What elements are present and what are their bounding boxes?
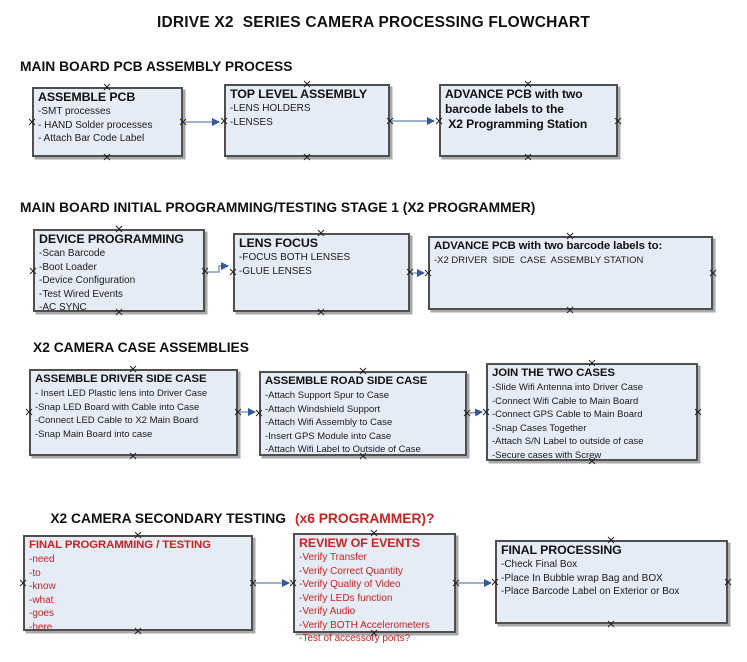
box-line: -AC SYNC — [39, 302, 87, 313]
section-header-text: X2 CAMERA SECONDARY TESTING — [50, 511, 286, 526]
box-line: -SMT processes — [38, 106, 111, 117]
box-line: -Scan Barcode — [39, 248, 106, 259]
box-line: -goes — [29, 608, 55, 619]
flow-box-assemble-road-side-case: ASSEMBLE ROAD SIDE CASE -Attach Support … — [259, 371, 467, 456]
box-title: ADVANCE PCB with two barcode labels to: — [434, 240, 663, 252]
flow-box-assemble-driver-side-case: ASSEMBLE DRIVER SIDE CASE - Insert LED P… — [29, 369, 238, 456]
box-line: -LENSES — [230, 116, 273, 128]
box-line: -Insert GPS Module into Case — [265, 430, 392, 442]
box-line: -Attach Wifi Label to Outside of Case — [265, 444, 421, 455]
box-title: ASSEMBLE DRIVER SIDE CASE — [35, 373, 207, 385]
section-header-pcb-assembly: MAIN BOARD PCB ASSEMBLY PROCESS — [20, 59, 293, 74]
box-line: -Attach Support Spur to Case — [265, 390, 390, 401]
flow-box-assemble-pcb: ASSEMBLE PCB -SMT processes - HAND Solde… — [32, 87, 183, 157]
box-line: -Attach Windshield Support — [265, 403, 381, 415]
box-line: -LENS HOLDERS — [230, 103, 311, 114]
box-title: LENS FOCUS — [239, 236, 318, 250]
box-line: -Verify Audio — [299, 606, 356, 617]
box-title: FINAL PROCESSING — [501, 543, 622, 557]
box-line: -know — [29, 581, 56, 592]
box-line: -what — [29, 594, 54, 606]
box-line: - Attach Bar Code Label — [38, 133, 145, 144]
box-line: -need — [29, 554, 55, 565]
box-title: REVIEW OF EVENTS — [299, 536, 420, 550]
page-title: IDRIVE X2 SERIES CAMERA PROCESSING FLOWC… — [157, 14, 590, 31]
box-line: -Verify Quality of Video — [299, 579, 401, 590]
section-header-case-assemblies: X2 CAMERA CASE ASSEMBLIES — [33, 340, 249, 355]
box-line: -X2 DRIVER SIDE CASE ASSEMBLY STATION — [434, 255, 644, 266]
box-line: -Verify Correct Quantity — [299, 565, 403, 577]
box-line: -Secure cases with Screw — [492, 449, 602, 461]
box-line: -Check Final Box — [501, 559, 578, 570]
box-line: -Test of accessory ports? — [299, 633, 411, 644]
box-line: -Verify Transfer — [299, 552, 367, 563]
box-title: ADVANCE PCB with two barcode labels to t… — [445, 87, 588, 131]
box-line: -Place In Bubble wrap Bag and BOX — [501, 572, 663, 584]
box-title: ASSEMBLE ROAD SIDE CASE — [265, 375, 428, 387]
box-line: -Boot Loader — [39, 261, 97, 273]
flow-box-advance-pcb-driver-side: ADVANCE PCB with two barcode labels to: … — [428, 236, 713, 310]
flow-box-join-the-two-cases: JOIN THE TWO CASES -Slide Wifi Antenna i… — [486, 363, 698, 461]
section-header-red-suffix: (x6 PROGRAMMER)? — [294, 511, 435, 526]
box-line: -GLUE LENSES — [239, 265, 312, 277]
flow-box-review-of-events: REVIEW OF EVENTS -Verify Transfer -Verif… — [293, 533, 456, 644]
arrow-road-case-to-join-cases — [468, 408, 483, 417]
box-line: - HAND Solder processes — [38, 119, 153, 131]
box-line: -FOCUS BOTH LENSES — [239, 252, 351, 263]
flow-box-advance-pcb-programming-station: ADVANCE PCB with two barcode labels to t… — [439, 84, 618, 157]
arrow-device-programming-to-lens-focus — [205, 262, 229, 273]
box-line: - Insert LED Plastic lens into Driver Ca… — [35, 388, 208, 399]
box-title: FINAL PROGRAMMING / TESTING — [29, 539, 211, 551]
box-line: -Snap Main Board into case — [35, 428, 153, 440]
box-line: -Connect Wifi Cable to Main Board — [492, 395, 639, 407]
box-line: -here — [29, 621, 53, 633]
box-line: -Attach S/N Label to outside of case — [492, 436, 644, 447]
box-line: -Connect LED Cable to X2 Main Board — [35, 415, 199, 426]
box-title: ASSEMBLE PCB — [38, 90, 136, 104]
box-line: -Snap Cases Together — [492, 422, 587, 434]
box-line: -Place Barcode Label on Exterior or Box — [501, 586, 680, 597]
flow-box-device-programming: DEVICE PROGRAMMING -Scan Barcode -Boot L… — [33, 229, 205, 313]
box-line: -Device Configuration — [39, 275, 136, 286]
box-line: -Attach Wifi Assembly to Case — [265, 417, 393, 428]
box-line: -Verify BOTH Accelerometers — [299, 619, 430, 631]
section-header-initial-programming: MAIN BOARD INITIAL PROGRAMMING/TESTING S… — [20, 200, 536, 215]
flow-box-top-level-assembly: TOP LEVEL ASSEMBLY -LENS HOLDERS -LENSES — [224, 84, 390, 157]
box-title: JOIN THE TWO CASES — [492, 367, 615, 379]
box-line: -Slide Wifi Antenna into Driver Case — [492, 382, 644, 393]
flow-box-final-programming-testing: FINAL PROGRAMMING / TESTING -need -to -k… — [23, 535, 253, 633]
box-title: TOP LEVEL ASSEMBLY — [230, 87, 368, 101]
box-line: -to — [29, 567, 41, 579]
box-line: -Snap LED Board with Cable into Case — [35, 401, 200, 413]
box-line: -Test Wired Events — [39, 288, 123, 300]
flow-box-lens-focus: LENS FOCUS -FOCUS BOTH LENSES -GLUE LENS… — [233, 233, 410, 312]
flow-box-final-processing: FINAL PROCESSING -Check Final Box -Place… — [495, 540, 728, 624]
box-line: -Connect GPS Cable to Main Board — [492, 409, 643, 420]
box-line: -Verify LEDs function — [299, 592, 393, 604]
section-header-secondary-testing: X2 CAMERA SECONDARY TESTING (x6 PROGRAMME… — [35, 496, 434, 541]
box-title: DEVICE PROGRAMMING — [39, 232, 184, 246]
